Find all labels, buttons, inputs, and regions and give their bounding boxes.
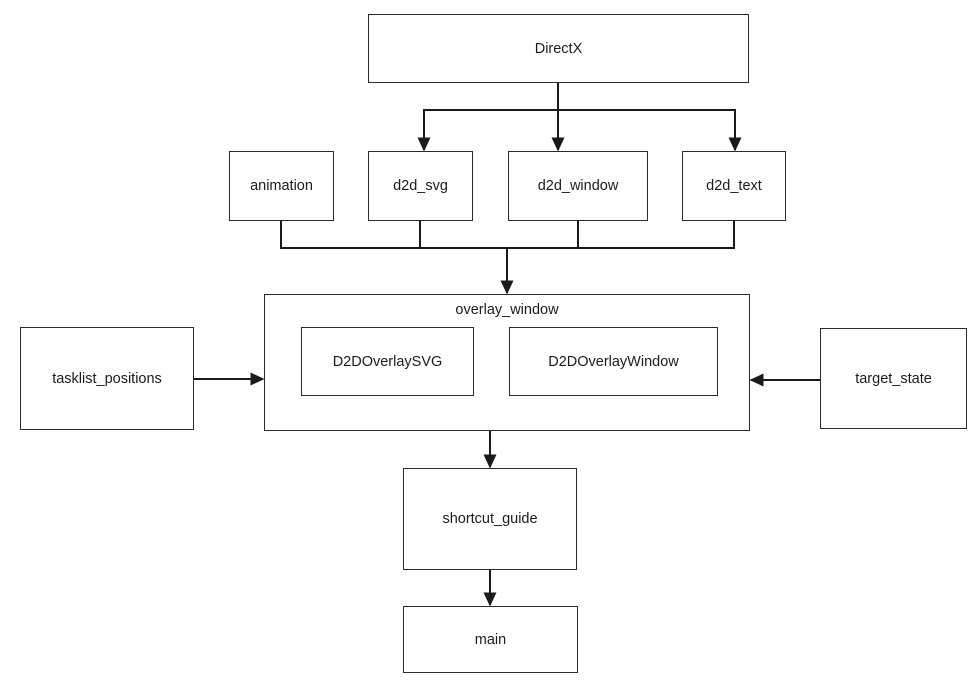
node-main: main [403,606,578,673]
node-animation-label: animation [250,178,313,194]
node-d2d-svg: d2d_svg [368,151,473,221]
node-target-state-label: target_state [855,370,932,387]
node-shortcut-guide-label: shortcut_guide [442,511,538,527]
node-overlay-window: overlay_window D2DOverlaySVG D2DOverlayW… [264,294,750,431]
node-d2d-window: d2d_window [508,151,648,221]
node-overlay-window-label: overlay_window [455,302,559,318]
node-d2d-overlay-window: D2DOverlayWindow [509,327,718,396]
node-shortcut-guide: shortcut_guide [403,468,577,570]
node-d2d-text-label: d2d_text [706,178,762,194]
node-d2d-window-label: d2d_window [537,178,619,194]
node-animation: animation [229,151,334,221]
node-target-state: target_state [820,328,967,429]
node-d2d-overlay-svg-label: D2DOverlaySVG [332,353,443,370]
node-main-label: main [474,631,507,648]
node-d2d-svg-label: d2d_svg [393,178,448,194]
node-d2d-overlay-svg: D2DOverlaySVG [301,327,474,396]
node-tasklist-positions-label: tasklist_positions [52,370,162,387]
node-tasklist-positions: tasklist_positions [20,327,194,430]
node-directx: DirectX [368,14,749,83]
node-directx-label: DirectX [534,40,583,57]
node-d2d-overlay-window-label: D2DOverlayWindow [548,353,679,370]
node-d2d-text: d2d_text [682,151,786,221]
